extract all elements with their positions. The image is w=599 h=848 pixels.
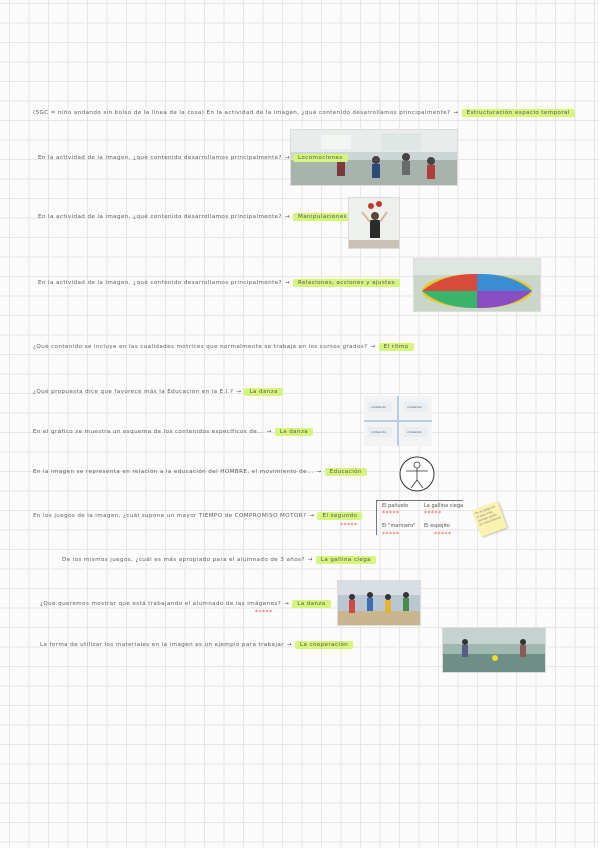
question-text: En la imagen se representa en relación a… <box>33 469 314 475</box>
stars-rating: ***** <box>340 522 358 529</box>
games-box <box>376 500 463 535</box>
question-text: En la actividad de la imagen, ¿qué conte… <box>38 155 282 161</box>
question-text: (5GC = niño andando sin bolso de la líne… <box>33 110 451 116</box>
stars-rating: ***** <box>434 531 452 538</box>
answer-highlight: La danza <box>292 600 331 608</box>
game-4: El espejito <box>424 523 450 529</box>
answer-highlight: El ritmo <box>378 343 414 351</box>
question-6: ¿Qué propuesta dice que favorece más la … <box>33 388 283 396</box>
answer-highlight: Educación <box>324 468 367 476</box>
question-text: En el gráfico se muestra un esquema de l… <box>33 429 264 435</box>
question-3: En la actividad de la imagen, ¿qué conte… <box>38 213 352 221</box>
game-2: La gallina ciega <box>424 503 464 509</box>
game-1: El pañuelo <box>382 503 409 509</box>
question-5: ¿Qué contenido se incluye en las cualida… <box>33 343 414 351</box>
question-1: (5GC = niño andando sin bolso de la líne… <box>33 109 575 117</box>
answer-highlight: Manipulaciones <box>293 213 352 221</box>
question-4: En la actividad de la imagen, ¿qué conte… <box>38 279 400 287</box>
answer-highlight: El segundo <box>317 512 363 520</box>
question-11: ¿Qué queremos mostrar que está trabajand… <box>40 600 331 608</box>
stars-rating: ***** <box>382 531 400 538</box>
question-text: La forma de utilizar los materiales en l… <box>40 642 284 648</box>
quadrant-label: contenido <box>371 430 386 434</box>
question-text: ¿Qué propuesta dice que favorece más la … <box>33 389 234 395</box>
parachute-game-photo <box>413 258 541 312</box>
game-3: El "marinero" <box>382 523 416 529</box>
question-text: En la actividad de la imagen, ¿qué conte… <box>38 280 282 286</box>
stars-rating: ***** <box>382 510 400 517</box>
answer-highlight: Locomociones <box>293 154 348 162</box>
vitruvian-man-drawing <box>398 455 436 493</box>
question-text: De los mismos juegos, ¿cuál es más aprop… <box>62 557 305 563</box>
quadrant-label: contenido <box>371 405 386 409</box>
sticky-note: Es el juego en el que más tiempo están e… <box>472 501 507 537</box>
question-7: En el gráfico se muestra un esquema de l… <box>33 428 314 436</box>
question-8: En la imagen se representa en relación a… <box>33 468 367 476</box>
question-text: ¿Qué queremos mostrar que está trabajand… <box>40 601 282 607</box>
dance-photo <box>337 580 421 626</box>
answer-highlight: La cooperación <box>294 641 354 649</box>
question-9: En los juegos de la imagen, ¿cuál supone… <box>33 512 363 520</box>
juggling-photo <box>348 197 400 249</box>
answer-highlight: Estructuración espacio temporal <box>461 109 575 117</box>
cooperation-materials-photo <box>442 627 546 673</box>
question-text: En los juegos de la imagen, ¿cuál supone… <box>33 513 307 519</box>
quadrant-label: contenido <box>407 405 422 409</box>
stars-rating: ***** <box>255 609 273 616</box>
quadrant-diagram: contenido contenido contenido contenido <box>364 396 432 446</box>
question-text: ¿Qué contenido se incluye en las cualida… <box>33 344 368 350</box>
question-text: En la actividad de la imagen, ¿qué conte… <box>38 214 282 220</box>
answer-highlight: La gallina ciega <box>315 556 376 564</box>
quadrant-label: contenido <box>407 430 422 434</box>
question-10: De los mismos juegos, ¿cuál es más aprop… <box>62 556 376 564</box>
answer-highlight: La danza <box>274 428 314 436</box>
question-2: En la actividad de la imagen, ¿qué conte… <box>38 154 348 162</box>
answer-highlight: La danza <box>244 388 283 396</box>
answer-highlight: Relaciones, acciones y ajustes <box>293 279 400 287</box>
stars-rating: ***** <box>424 510 442 517</box>
question-12: La forma de utilizar los materiales en l… <box>40 641 354 649</box>
